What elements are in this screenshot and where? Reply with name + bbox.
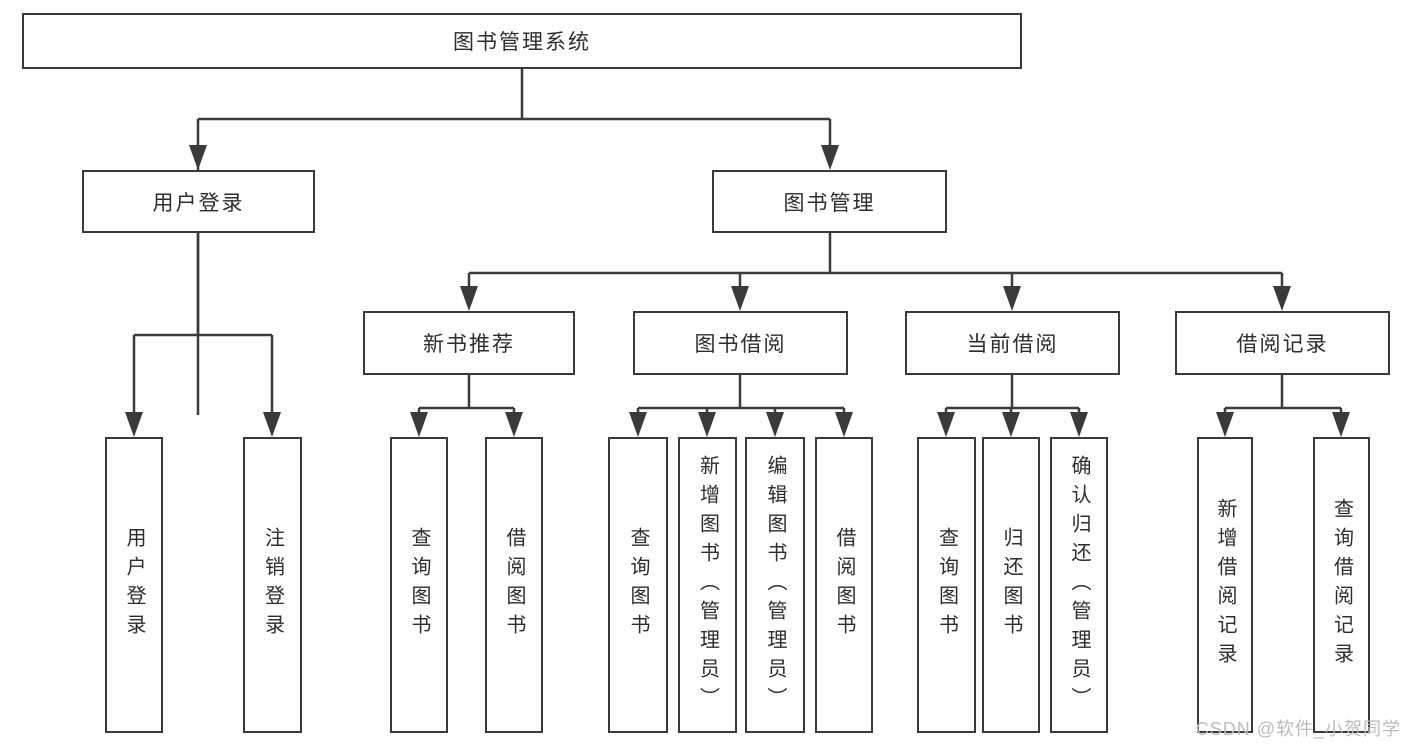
node-new-book-recommend: 新书推荐 (363, 311, 575, 375)
node-label: 编辑图书（管理员） (764, 454, 786, 716)
node-label: 查询图书 (408, 527, 430, 643)
leaf-user-login: 用户登录 (105, 437, 163, 733)
connector-userlogin-to-leaves (132, 233, 274, 415)
leaf-query-borrow-record: 查询借阅记录 (1313, 437, 1370, 733)
node-label: 借阅图书 (503, 527, 525, 643)
connector-bookborrow-to-leaves (636, 375, 846, 415)
arrow-icon (1002, 412, 1020, 437)
node-label: 归还图书 (1000, 527, 1022, 643)
node-label: 新增借阅记录 (1214, 498, 1236, 672)
leaf-query-books-recommend: 查询图书 (390, 437, 448, 733)
arrow-icon (821, 145, 839, 170)
arrow-icon (1332, 412, 1350, 437)
node-book-borrow: 图书借阅 (633, 311, 848, 375)
node-root-system: 图书管理系统 (22, 13, 1022, 69)
arrow-icon (263, 412, 281, 437)
node-label: 当前借阅 (966, 333, 1059, 356)
node-label: 新增图书（管理员） (696, 454, 719, 716)
node-label: 确认归还（管理员） (1068, 454, 1090, 716)
node-borrow-records: 借阅记录 (1175, 311, 1390, 375)
arrow-icon (189, 145, 207, 170)
node-label: 图书管理 (783, 191, 876, 215)
leaf-add-books-admin: 新增图书（管理员） (678, 437, 737, 733)
leaf-add-borrow-record: 新增借阅记录 (1197, 437, 1253, 733)
arrow-icon (460, 286, 478, 311)
node-label: 注销登录 (261, 527, 284, 643)
node-user-login: 用户登录 (82, 170, 315, 233)
node-book-management: 图书管理 (712, 170, 947, 233)
node-label: 用户登录 (123, 527, 145, 643)
leaf-confirm-return-admin: 确认归还（管理员） (1050, 437, 1108, 733)
leaf-logout: 注销登录 (243, 437, 302, 733)
node-label: 用户登录 (152, 191, 245, 215)
node-label: 图书管理系统 (453, 31, 591, 54)
leaf-edit-books-admin: 编辑图书（管理员） (745, 437, 805, 733)
node-label: 查询借阅记录 (1330, 498, 1353, 672)
arrow-icon (937, 412, 955, 437)
arrowheads (125, 145, 1350, 437)
arrow-icon (410, 412, 428, 437)
leaf-borrow-books: 借阅图书 (815, 437, 873, 733)
arrow-icon (505, 412, 523, 437)
arrow-icon (629, 412, 647, 437)
arrow-icon (835, 412, 853, 437)
arrow-icon (1273, 286, 1291, 311)
arrow-icon (766, 412, 784, 437)
connector-borrowrecords-to-leaves (1223, 375, 1343, 415)
csdn-watermark: CSDN @软件_小贺同学 (1195, 719, 1401, 739)
node-label: 新书推荐 (423, 333, 515, 356)
connector-currentborrow-to-leaves (944, 375, 1081, 415)
node-label: 借阅图书 (833, 527, 855, 643)
node-label: 借阅记录 (1236, 333, 1329, 356)
connector-newbook-to-leaves (417, 375, 516, 415)
connector-root-to-level2 (196, 68, 832, 415)
arrow-icon (1003, 286, 1021, 311)
arrow-icon (1216, 412, 1234, 437)
node-label: 查询图书 (935, 527, 958, 643)
node-current-borrow: 当前借阅 (905, 311, 1120, 375)
node-label: 图书借阅 (694, 333, 787, 356)
leaf-query-books-current: 查询图书 (917, 437, 976, 733)
leaf-borrow-books-recommend: 借阅图书 (485, 437, 543, 733)
arrow-icon (698, 412, 716, 437)
arrow-icon (731, 286, 749, 311)
leaf-query-books-borrow: 查询图书 (608, 437, 668, 733)
node-label: 查询图书 (627, 527, 649, 643)
arrow-icon (125, 412, 143, 437)
leaf-return-books: 归还图书 (982, 437, 1040, 733)
connector-bookmgmt-to-level3 (467, 233, 1284, 289)
arrow-icon (1070, 412, 1088, 437)
